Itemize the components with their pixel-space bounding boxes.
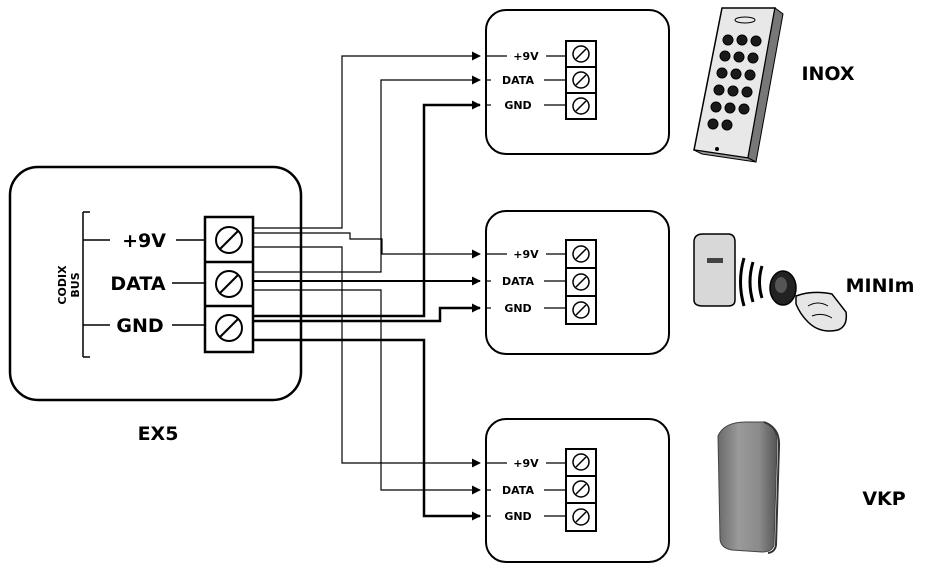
- vkp-terminal-label-9v: +9V: [513, 457, 539, 470]
- screw-icon: [572, 508, 590, 526]
- screw-icon: [572, 480, 590, 498]
- wire-data-vkp: [253, 289, 481, 495]
- vkp-terminal-label-data: DATA: [502, 484, 534, 497]
- inox-terminal-block: [565, 40, 597, 120]
- device-box-minim: +9V DATA GND: [485, 210, 670, 355]
- ex5-terminal-label-gnd: GND: [116, 315, 163, 337]
- screw-icon: [572, 453, 590, 471]
- wire-gnd-inox: [253, 100, 481, 318]
- ex5-terminal-label-9v: +9V: [122, 230, 166, 252]
- vkp-name: VKP: [862, 488, 905, 510]
- minim-terminal-label-9v: +9V: [513, 248, 539, 261]
- wire-9v-minim: [253, 232, 481, 259]
- screw-icon: [572, 71, 590, 89]
- codix-bus-label: CODIX: [56, 265, 69, 305]
- codix-bus-label-2: BUS: [69, 272, 82, 297]
- minim-terminal-label-gnd: GND: [504, 302, 531, 315]
- screw-icon: [572, 273, 590, 291]
- inox-terminal-label-gnd: GND: [504, 99, 531, 112]
- ex5-box: [8, 165, 303, 402]
- vkp-terminal-block: [565, 448, 597, 532]
- ex5-terminal-label-data: DATA: [110, 273, 165, 295]
- inox-terminal-label-9v: +9V: [513, 50, 539, 63]
- keypad-image: [693, 7, 784, 163]
- ex5-controller: CODIX BUS +9V DATA GND EX5: [8, 165, 303, 445]
- reader-panel-image: [717, 421, 781, 554]
- device-box-inox: +9V DATA GND: [485, 9, 670, 155]
- ex5-terminal-block: [203, 215, 255, 354]
- minim-terminal-label-data: DATA: [502, 275, 534, 288]
- wires: [253, 51, 481, 521]
- screw-icon: [215, 270, 243, 298]
- inox-name: INOX: [801, 63, 854, 85]
- screw-icon: [572, 97, 590, 115]
- proximity-reader-image: [693, 233, 848, 332]
- wire-gnd-vkp: [253, 338, 481, 521]
- ex5-name: EX5: [138, 423, 179, 445]
- screw-icon: [215, 314, 243, 342]
- screw-icon: [572, 301, 590, 319]
- screw-icon: [215, 226, 243, 254]
- device-box-vkp: +9V DATA GND: [485, 418, 670, 563]
- wire-9v-vkp: [253, 246, 481, 468]
- minim-terminal-block: [565, 239, 597, 325]
- minim-name: MINIm: [846, 275, 915, 297]
- wire-9v-inox: [253, 51, 481, 229]
- wire-gnd-minim: [253, 303, 481, 323]
- vkp-terminal-label-gnd: GND: [504, 510, 531, 523]
- screw-icon: [572, 245, 590, 263]
- wire-data-inox: [253, 75, 481, 273]
- screw-icon: [572, 45, 590, 63]
- inox-terminal-label-data: DATA: [502, 74, 534, 87]
